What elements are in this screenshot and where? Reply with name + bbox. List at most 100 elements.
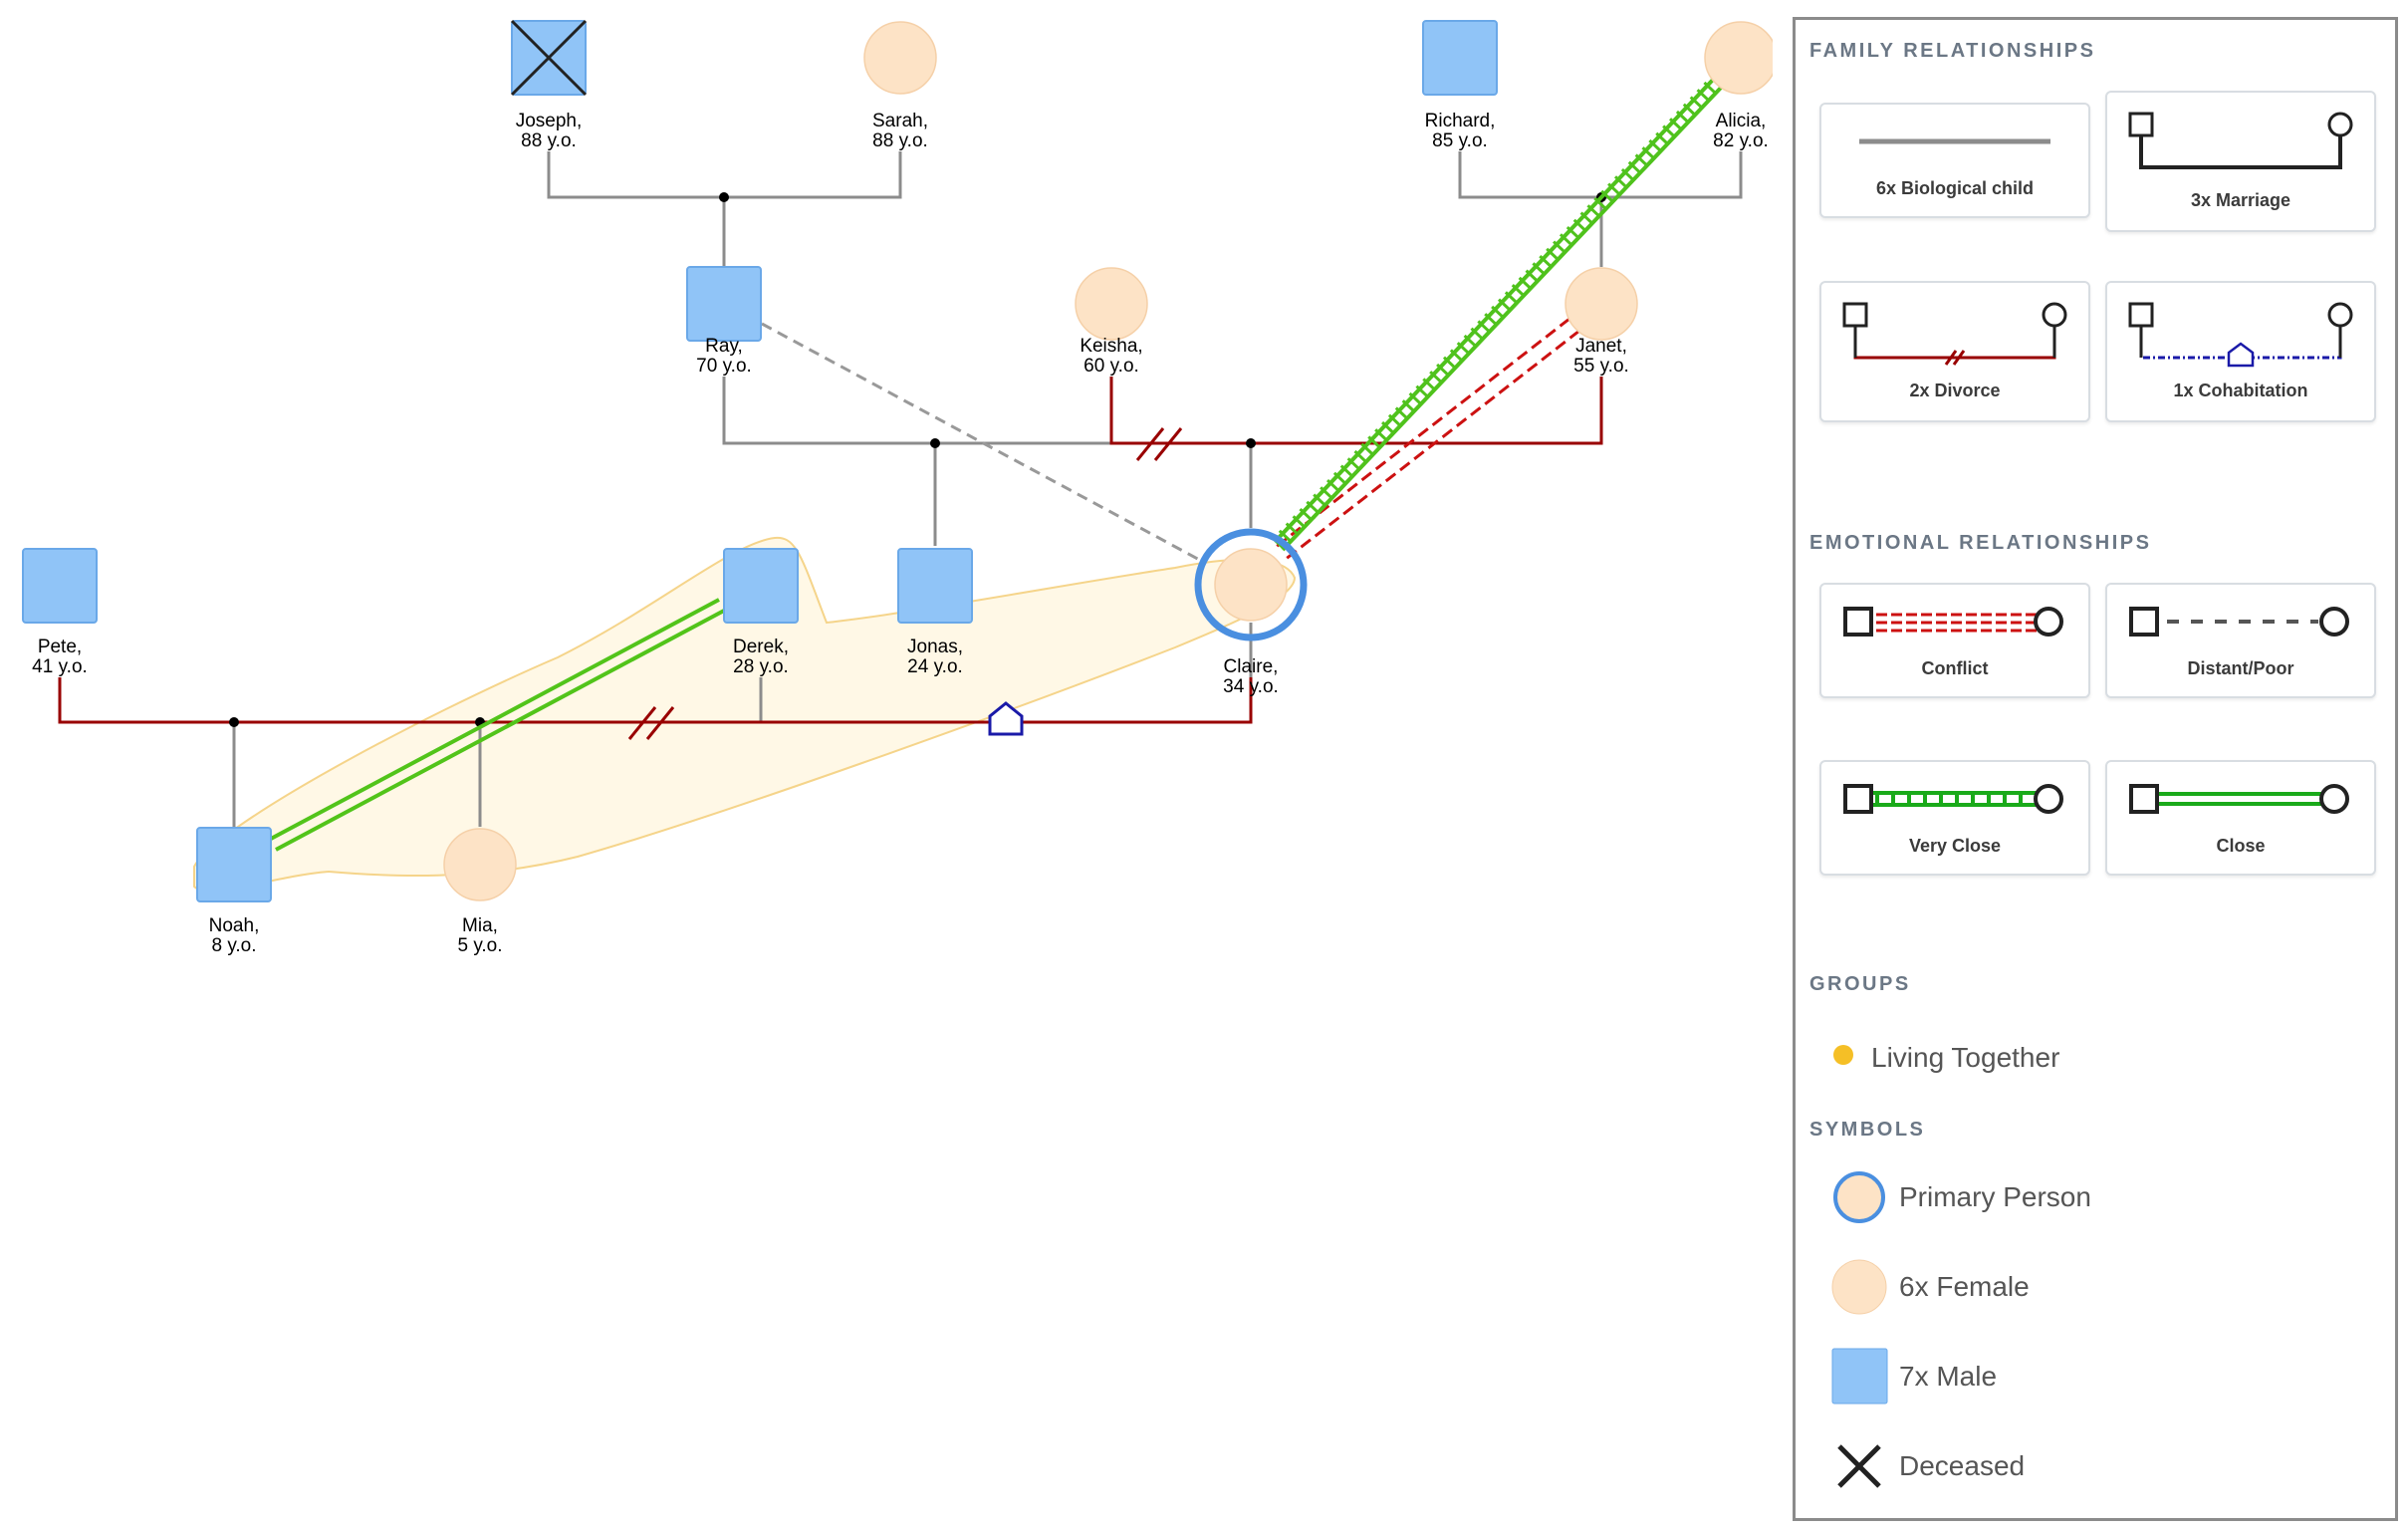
- group-dot-icon: [1833, 1045, 1853, 1065]
- close-line-derek-noah: [270, 598, 725, 852]
- person-name: Sarah,: [872, 111, 928, 131]
- person-label: Richard,85 y.o.: [1425, 111, 1496, 151]
- legend-panel: FAMILY RELATIONSHIPS 6x Biological child…: [1793, 17, 2398, 1521]
- primary-person-ring: [1194, 528, 1308, 641]
- person-age: 8 y.o.: [211, 935, 256, 956]
- distant-line-ray-claire: [761, 322, 1206, 565]
- legend-label-distant: Distant/Poor: [2187, 658, 2294, 678]
- legend-card-distant[interactable]: Distant/Poor: [2105, 583, 2376, 698]
- female-symbol: [1214, 548, 1288, 622]
- person-name: Noah,: [209, 915, 260, 936]
- person-label: Jonas,24 y.o.: [907, 637, 963, 677]
- person-name: Claire,: [1224, 656, 1279, 677]
- female-symbol: [443, 828, 517, 901]
- person-age: 34 y.o.: [1223, 676, 1279, 697]
- person-age: 5 y.o.: [457, 935, 502, 956]
- person-name: Jonas,: [907, 637, 963, 657]
- female-symbol: [1704, 21, 1773, 95]
- male-symbol: [196, 827, 272, 902]
- male-icon: [1831, 1348, 1888, 1404]
- person-label: Noah,8 y.o.: [209, 915, 260, 956]
- legend-label-divorce: 2x Divorce: [1909, 381, 2001, 400]
- person-name: Keisha,: [1080, 336, 1142, 357]
- cohabitation-icon: [988, 701, 1024, 736]
- person-noah[interactable]: Noah,8 y.o.: [196, 827, 272, 956]
- person-pete[interactable]: Pete,41 y.o.: [22, 548, 98, 677]
- legend-label-primary: Primary Person: [1899, 1181, 2091, 1212]
- legend-label-deceased: Deceased: [1899, 1450, 2026, 1481]
- person-label: Joseph,88 y.o.: [516, 111, 583, 151]
- legend-label-cohabitation: 1x Cohabitation: [2173, 381, 2308, 400]
- person-claire[interactable]: Claire,34 y.o.: [1214, 548, 1288, 697]
- person-label: Mia,5 y.o.: [457, 915, 502, 956]
- legend-card-biological[interactable]: 6x Biological child: [1819, 103, 2090, 218]
- person-age: 28 y.o.: [733, 656, 789, 677]
- person-keisha[interactable]: Keisha,60 y.o.: [1075, 267, 1148, 377]
- person-name: Richard,: [1425, 111, 1496, 131]
- legend-symbol-deceased[interactable]: Deceased: [1831, 1436, 2389, 1496]
- person-name: Mia,: [462, 915, 498, 936]
- person-name: Janet,: [1575, 336, 1627, 357]
- person-jonas[interactable]: Jonas,24 y.o.: [897, 548, 973, 677]
- family-relationships-title: FAMILY RELATIONSHIPS: [1809, 40, 2096, 62]
- conflict-line-janet-claire: [1274, 317, 1580, 562]
- person-age: 82 y.o.: [1713, 130, 1769, 151]
- person-age: 55 y.o.: [1573, 356, 1629, 377]
- person-label: Pete,41 y.o.: [32, 637, 88, 677]
- person-age: 88 y.o.: [872, 130, 928, 151]
- legend-symbol-female[interactable]: 6x Female: [1831, 1257, 2389, 1317]
- person-name: Pete,: [38, 637, 82, 657]
- person-janet[interactable]: Janet,55 y.o.: [1565, 267, 1638, 377]
- male-symbol: [686, 266, 762, 342]
- legend-symbol-primary[interactable]: Primary Person: [1831, 1167, 2389, 1227]
- legend-label-conflict: Conflict: [1921, 658, 1989, 678]
- person-label: Sarah,88 y.o.: [872, 111, 928, 151]
- legend-label-male: 7x Male: [1899, 1361, 1998, 1392]
- legend-card-very-close[interactable]: Very Close: [1819, 760, 2090, 876]
- person-age: 88 y.o.: [521, 130, 577, 151]
- person-name: Derek,: [733, 637, 789, 657]
- deceased-icon: [510, 19, 588, 97]
- person-label: Keisha,60 y.o.: [1080, 336, 1142, 377]
- male-symbol: [22, 548, 98, 624]
- person-label: Ray,70 y.o.: [696, 336, 752, 377]
- legend-label-very-close: Very Close: [1908, 836, 2002, 856]
- male-symbol: [1422, 20, 1498, 96]
- emotional-relationships-title: EMOTIONAL RELATIONSHIPS: [1809, 532, 2152, 554]
- person-name: Alicia,: [1716, 111, 1767, 131]
- person-ray[interactable]: Ray,70 y.o.: [686, 266, 762, 377]
- person-label: Claire,34 y.o.: [1223, 656, 1279, 697]
- genogram-canvas: Joseph,88 y.o.Sarah,88 y.o.Richard,85 y.…: [22, 19, 1773, 956]
- person-sarah[interactable]: Sarah,88 y.o.: [863, 21, 937, 151]
- female-symbol: [1565, 267, 1638, 341]
- person-label: Derek,28 y.o.: [733, 637, 789, 677]
- person-age: 70 y.o.: [696, 356, 752, 377]
- legend-label-female: 6x Female: [1899, 1271, 2030, 1302]
- very-close-line-alicia-claire: [1271, 77, 1723, 552]
- legend-card-close[interactable]: Close: [2105, 760, 2376, 876]
- person-age: 24 y.o.: [907, 656, 963, 677]
- legend-label-biological: 6x Biological child: [1875, 178, 2035, 198]
- legend-card-cohabitation[interactable]: 1x Cohabitation: [2105, 281, 2376, 422]
- divorce-line-pete-claire: [58, 677, 1253, 740]
- person-name: Ray,: [705, 336, 743, 357]
- legend-card-divorce[interactable]: 2x Divorce: [1819, 281, 2090, 422]
- legend-group-living-together[interactable]: Living Together: [1831, 1028, 2389, 1088]
- legend-card-marriage[interactable]: 3x Marriage: [2105, 91, 2376, 232]
- person-mia[interactable]: Mia,5 y.o.: [443, 828, 517, 956]
- person-derek[interactable]: Derek,28 y.o.: [723, 548, 799, 677]
- person-age: 60 y.o.: [1084, 356, 1139, 377]
- legend-label-marriage: 3x Marriage: [2190, 190, 2291, 210]
- person-richard[interactable]: Richard,85 y.o.: [1422, 20, 1498, 151]
- person-label: Janet,55 y.o.: [1573, 336, 1629, 377]
- divorce-line-keisha-janet: [1109, 377, 1603, 461]
- person-joseph[interactable]: Joseph,88 y.o.: [510, 19, 588, 151]
- person-age: 41 y.o.: [32, 656, 88, 677]
- female-symbol: [1075, 267, 1148, 341]
- person-label: Alicia,82 y.o.: [1713, 111, 1769, 151]
- legend-symbol-male[interactable]: 7x Male: [1831, 1347, 2389, 1406]
- male-symbol: [897, 548, 973, 624]
- legend-card-conflict[interactable]: Conflict: [1819, 583, 2090, 698]
- person-alicia[interactable]: Alicia,82 y.o.: [1704, 21, 1773, 151]
- person-age: 85 y.o.: [1432, 130, 1488, 151]
